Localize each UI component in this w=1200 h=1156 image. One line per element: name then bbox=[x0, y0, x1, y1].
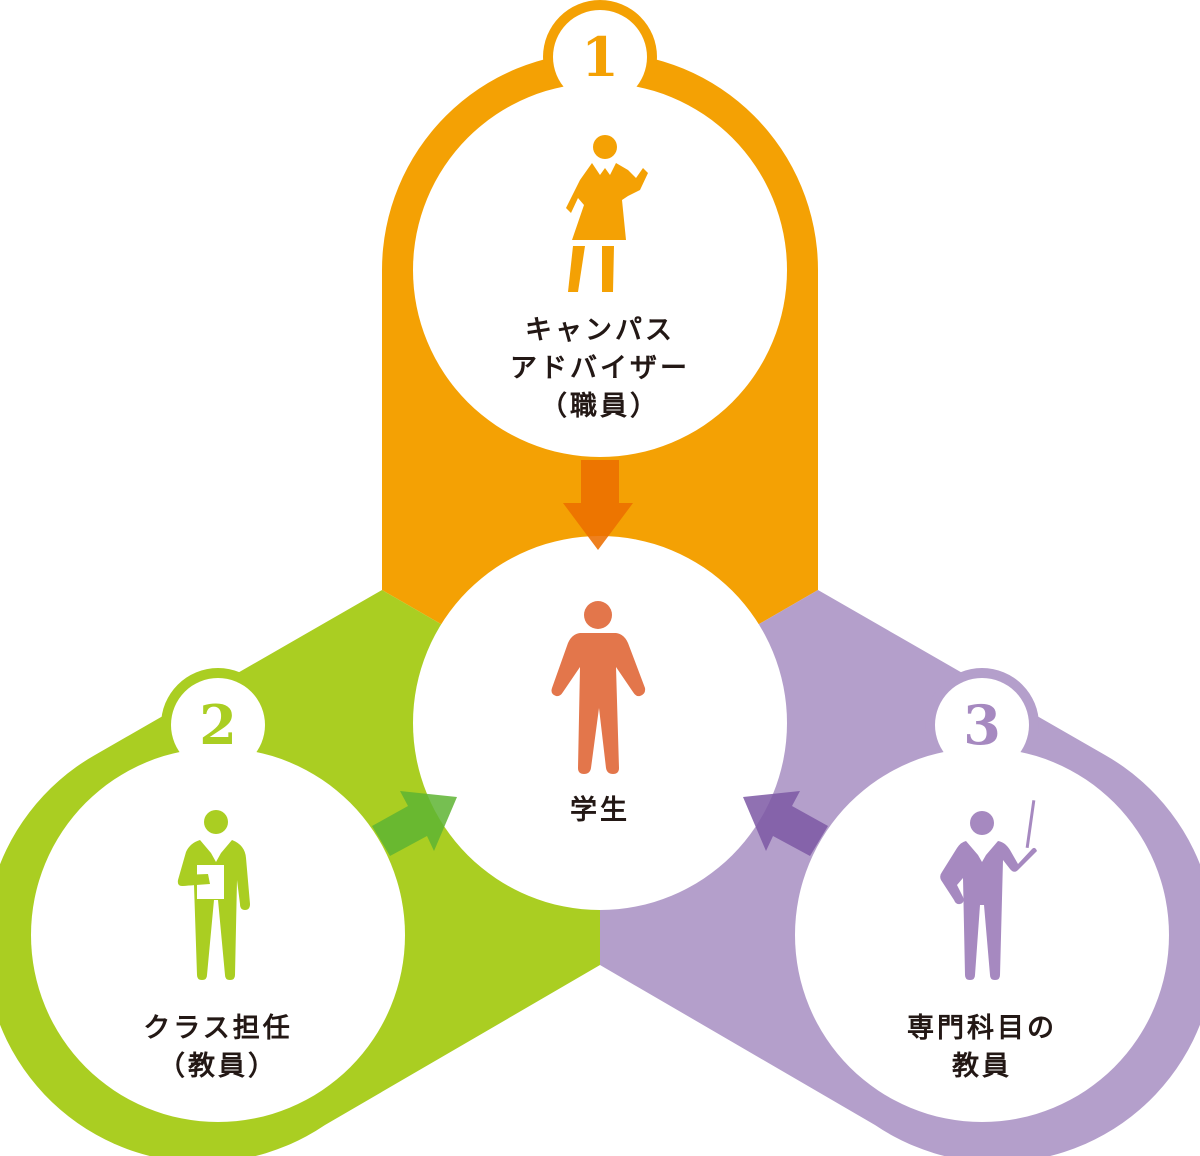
badge-3 bbox=[935, 678, 1029, 772]
node-label-subject-teacher: 専門科目の 教員 bbox=[832, 1010, 1132, 1086]
badge-number-2: 2 bbox=[199, 693, 237, 757]
teacher-with-pointer-icon bbox=[940, 800, 1037, 980]
center-label-student: 学生 bbox=[570, 795, 630, 826]
label-line: （職員） bbox=[540, 391, 660, 422]
label-line: （教員） bbox=[158, 1051, 278, 1082]
badge-2 bbox=[171, 678, 265, 772]
badge-number-1: 1 bbox=[581, 25, 619, 89]
center-circle-student bbox=[413, 536, 787, 910]
badge-1 bbox=[553, 10, 647, 104]
label-line: キャンパス bbox=[525, 315, 675, 346]
badge-number-3: 3 bbox=[963, 693, 1001, 757]
label-line: 教員 bbox=[952, 1051, 1012, 1082]
label-line: アドバイザー bbox=[510, 353, 690, 384]
node-label-class-teacher: クラス担任 （教員） bbox=[68, 1010, 368, 1086]
arrow-purple-icon bbox=[743, 791, 828, 856]
female-staff-icon bbox=[566, 135, 648, 292]
arrow-down-icon bbox=[563, 460, 633, 550]
node-label-campus-advisor: キャンパス アドバイザー （職員） bbox=[450, 312, 750, 426]
arrow-green-icon bbox=[372, 791, 457, 856]
label-line: 専門科目の bbox=[907, 1013, 1057, 1044]
node-circle-1 bbox=[413, 83, 787, 457]
node-circle-3 bbox=[795, 748, 1169, 1122]
label-line: クラス担任 bbox=[143, 1013, 293, 1044]
node-circle-2 bbox=[31, 748, 405, 1122]
teacher-with-document-icon bbox=[177, 810, 250, 980]
student-person-icon bbox=[551, 601, 646, 774]
